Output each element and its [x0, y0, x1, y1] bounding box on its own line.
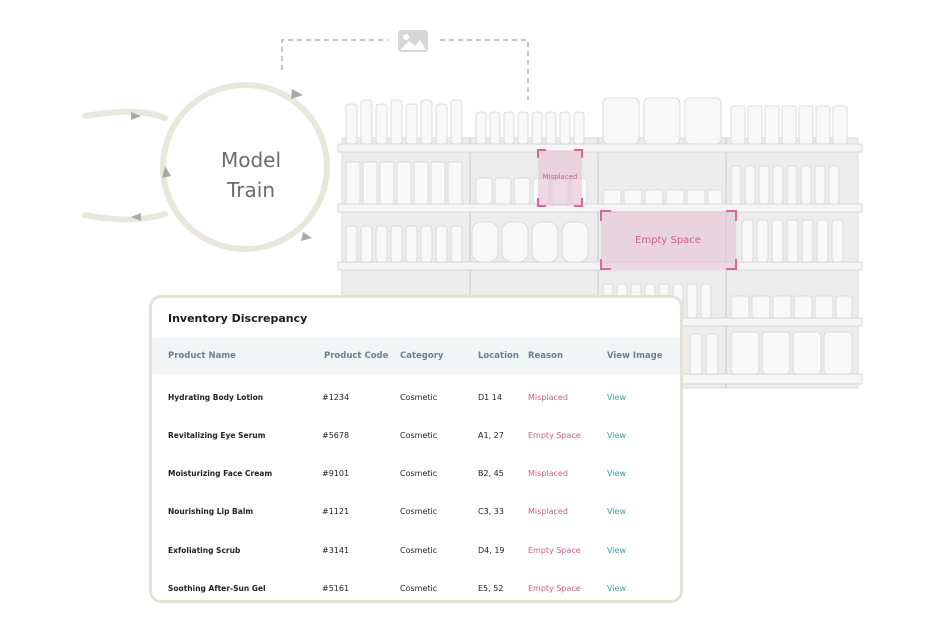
misplaced-marker: Misplaced	[537, 149, 583, 207]
product-name: Hydrating Body Lotion	[168, 393, 264, 402]
product-code: #1234	[322, 393, 350, 402]
product-name: Soothing After-Sun Gel	[168, 584, 266, 593]
empty-space-marker: Empty Space	[600, 210, 737, 270]
loop-arrows	[131, 89, 312, 241]
product-category: Cosmetic	[400, 393, 438, 402]
product-location: E5, 52	[478, 584, 504, 593]
product-location: C3, 33	[478, 507, 504, 516]
header-reason: Reason	[528, 351, 563, 361]
header-product-code: Product Code	[324, 351, 389, 361]
product-code: #1121	[322, 507, 350, 516]
model-label-line2: Train	[226, 178, 275, 202]
table-row: Soothing After-Sun Gel #5161 Cosmetic E5…	[152, 569, 680, 600]
model-train-loop	[82, 82, 330, 252]
view-image-link[interactable]: View	[607, 431, 626, 440]
product-location: B2, 45	[478, 469, 504, 478]
view-image-link[interactable]: View	[607, 469, 626, 478]
table-row: Exfoliating Scrub #3141 Cosmetic D4, 19 …	[152, 531, 680, 569]
view-image-link[interactable]: View	[607, 507, 626, 516]
product-location: D4, 19	[478, 546, 505, 555]
view-image-link[interactable]: View	[607, 546, 626, 555]
dashed-connector	[281, 39, 529, 100]
product-location: D1 14	[478, 393, 502, 402]
header-category: Category	[400, 351, 444, 361]
misplaced-tag-label: Misplaced	[543, 173, 578, 181]
empty-space-tag-label: Empty Space	[635, 235, 701, 246]
header-location: Location	[478, 351, 519, 361]
table-header: Product Name Product Code Category Locat…	[152, 338, 680, 374]
card-title: Inventory Discrepancy	[168, 312, 308, 325]
product-name: Moisturizing Face Cream	[168, 469, 273, 478]
view-image-link[interactable]: View	[607, 584, 626, 593]
discrepancy-reason: Empty Space	[528, 584, 581, 593]
view-image-link[interactable]: View	[607, 393, 626, 402]
discrepancy-reason: Misplaced	[528, 469, 568, 478]
header-product-name: Product Name	[168, 351, 236, 361]
product-category: Cosmetic	[400, 469, 438, 478]
product-category: Cosmetic	[400, 431, 438, 440]
product-category: Cosmetic	[400, 584, 438, 593]
product-category: Cosmetic	[400, 546, 438, 555]
discrepancy-reason: Misplaced	[528, 507, 568, 516]
product-code: #5678	[322, 431, 350, 440]
image-icon	[398, 30, 428, 52]
product-code: #9101	[322, 469, 350, 478]
product-name: Revitalizing Eye Serum	[168, 431, 266, 440]
product-name: Nourishing Lip Balm	[168, 507, 254, 516]
table-row: Hydrating Body Lotion #1234 Cosmetic D1 …	[152, 378, 680, 416]
product-location: A1, 27	[478, 431, 504, 440]
discrepancy-reason: Empty Space	[528, 546, 581, 555]
table-row: Revitalizing Eye Serum #5678 Cosmetic A1…	[152, 416, 680, 454]
header-view-image: View Image	[607, 351, 663, 361]
discrepancy-reason: Empty Space	[528, 431, 581, 440]
table-row: Moisturizing Face Cream #9101 Cosmetic B…	[152, 454, 680, 492]
product-category: Cosmetic	[400, 507, 438, 516]
model-label-line1: Model	[221, 148, 281, 172]
table-row: Nourishing Lip Balm #1121 Cosmetic C3, 3…	[152, 492, 680, 530]
product-code: #5161	[322, 584, 350, 593]
inventory-discrepancy-card: Inventory Discrepancy Product Name Produ…	[149, 295, 683, 603]
discrepancy-reason: Misplaced	[528, 393, 568, 402]
product-name: Exfoliating Scrub	[168, 546, 241, 555]
product-code: #3141	[322, 546, 350, 555]
